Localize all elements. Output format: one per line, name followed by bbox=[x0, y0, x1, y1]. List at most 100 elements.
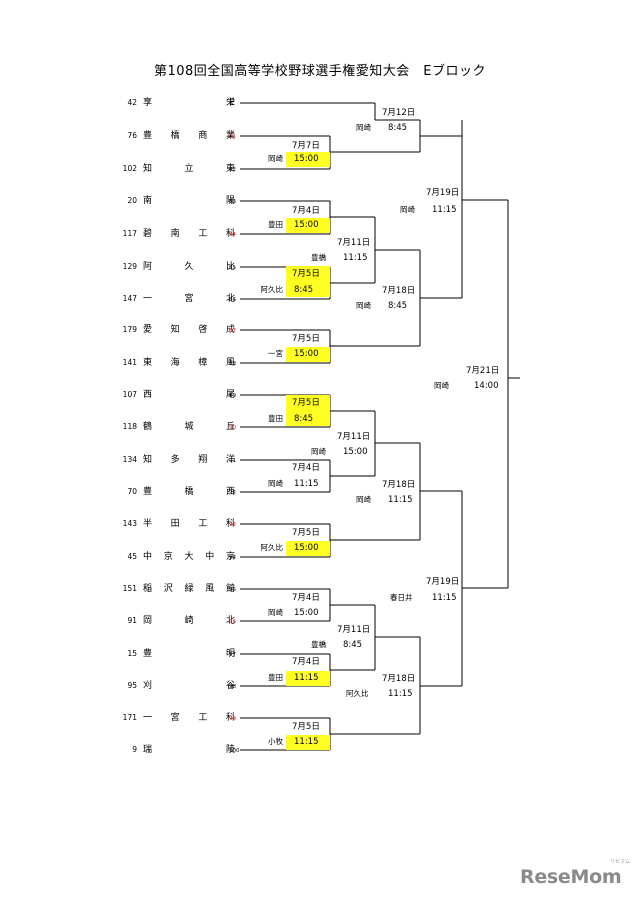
team-name-char: 刈 bbox=[143, 681, 153, 691]
team-name-char: 栄 bbox=[225, 98, 235, 108]
match-venue: 岡崎 bbox=[356, 495, 371, 504]
team-name-char: 科 bbox=[225, 229, 235, 239]
team-name: 知多翔洋 bbox=[143, 453, 235, 467]
team-name-char: 陵 bbox=[225, 745, 235, 755]
team-name-char: 沢 bbox=[163, 584, 173, 594]
team-seed: 179 bbox=[122, 325, 137, 334]
team-seed: 15 bbox=[127, 649, 137, 658]
team-name-char: 樟 bbox=[198, 358, 208, 368]
team-name-char: 大 bbox=[184, 552, 194, 562]
team-name-char: 北 bbox=[225, 616, 235, 626]
team-name-char: 橋 bbox=[170, 131, 180, 141]
team-name: 豊明 bbox=[143, 647, 235, 661]
team-seed: 141 bbox=[122, 358, 137, 367]
team-name: 刈谷 bbox=[143, 679, 235, 693]
match-date: 7月19日 bbox=[426, 577, 460, 587]
team-seed: 118 bbox=[122, 422, 137, 431]
team-name: 豊橋商業 bbox=[143, 129, 235, 143]
team-name-char: 工 bbox=[198, 713, 208, 723]
team-seed: 102 bbox=[122, 164, 137, 173]
team-name-char: 半 bbox=[143, 519, 153, 529]
team-seed: 20 bbox=[127, 196, 137, 205]
match-date: 7月4日 bbox=[292, 657, 320, 667]
team-name-char: 京 bbox=[163, 552, 173, 562]
match-venue: 阿久比 bbox=[346, 689, 369, 698]
team-name-char: 北 bbox=[225, 294, 235, 304]
team-name-char: 碧 bbox=[143, 229, 153, 239]
team-name-char: 風 bbox=[225, 358, 235, 368]
match-date: 7月5日 bbox=[292, 398, 320, 408]
match-time: 11:15 bbox=[432, 593, 457, 603]
team-name: 中京大中京 bbox=[143, 550, 235, 564]
match-time: 15:00 bbox=[294, 220, 319, 230]
match-date: 7月7日 bbox=[292, 141, 320, 151]
match-highlight bbox=[286, 395, 330, 426]
team-code: 92 bbox=[229, 490, 236, 496]
team-code: 91 bbox=[229, 458, 236, 464]
team-name-char: 知 bbox=[143, 455, 153, 465]
team-code: 94 bbox=[229, 555, 236, 561]
team-name-char: 啓 bbox=[198, 325, 208, 335]
team-seed: 45 bbox=[127, 552, 137, 561]
team-code: 87 bbox=[229, 328, 236, 334]
team-seed: 143 bbox=[122, 519, 137, 528]
team-name: 一宮工科 bbox=[143, 711, 235, 725]
match-highlight bbox=[286, 735, 330, 750]
team-name-char: 豊 bbox=[143, 487, 153, 497]
team-name-char: 成 bbox=[225, 325, 235, 335]
team-code: 83 bbox=[229, 199, 236, 205]
match-venue: 豊田 bbox=[268, 414, 283, 423]
team-name-char: 翔 bbox=[198, 455, 208, 465]
match-venue: 豊橋 bbox=[311, 640, 326, 649]
match-venue: 小牧 bbox=[268, 737, 283, 746]
match-venue: 岡崎 bbox=[268, 608, 283, 617]
team-seed: 134 bbox=[122, 455, 137, 464]
team-name-char: 東 bbox=[143, 358, 153, 368]
team-name-char: 工 bbox=[198, 229, 208, 239]
match-date: 7月5日 bbox=[292, 334, 320, 344]
match-venue: 岡崎 bbox=[268, 479, 283, 488]
team-code: 90 bbox=[229, 425, 236, 431]
match-venue: 春日井 bbox=[390, 593, 413, 602]
team-name-char: 工 bbox=[198, 519, 208, 529]
team-seed: 42 bbox=[127, 98, 137, 107]
team-code: 84 bbox=[229, 232, 236, 238]
team-name-char: 西 bbox=[225, 487, 235, 497]
match-venue: 阿久比 bbox=[260, 285, 284, 294]
team-name: 愛知啓成 bbox=[143, 323, 235, 337]
team-name: 南陽 bbox=[143, 194, 235, 208]
team-name-char: 愛 bbox=[143, 325, 153, 335]
team-name-char: 南 bbox=[170, 229, 180, 239]
match-highlight bbox=[286, 541, 330, 556]
resemom-logo-sub: リセマム bbox=[610, 859, 631, 865]
team-name-char: 宮 bbox=[184, 294, 194, 304]
team-name-char: 業 bbox=[225, 131, 235, 141]
team-name-char: 南 bbox=[143, 196, 153, 206]
team-name-char: 一 bbox=[143, 294, 153, 304]
team-name: 一宮北 bbox=[143, 292, 235, 306]
match-date: 7月4日 bbox=[292, 206, 320, 216]
match-date: 7月18日 bbox=[382, 480, 416, 490]
team-name: 鶴城丘 bbox=[143, 420, 235, 434]
match-date: 7月11日 bbox=[337, 432, 371, 442]
team-code: 95 bbox=[229, 587, 236, 593]
team-code: 81 bbox=[229, 134, 236, 140]
match-time: 11:15 bbox=[388, 495, 413, 505]
team-name-char: 商 bbox=[198, 131, 208, 141]
match-time: 11:15 bbox=[294, 737, 319, 747]
team-name: 岡崎北 bbox=[143, 614, 235, 628]
team-name-char: 西 bbox=[143, 390, 153, 400]
team-seed: 107 bbox=[122, 390, 137, 399]
match-time: 15:00 bbox=[294, 543, 319, 553]
match-date: 7月18日 bbox=[382, 286, 416, 296]
team-name-char: 海 bbox=[170, 358, 180, 368]
match-time: 8:45 bbox=[343, 640, 363, 650]
